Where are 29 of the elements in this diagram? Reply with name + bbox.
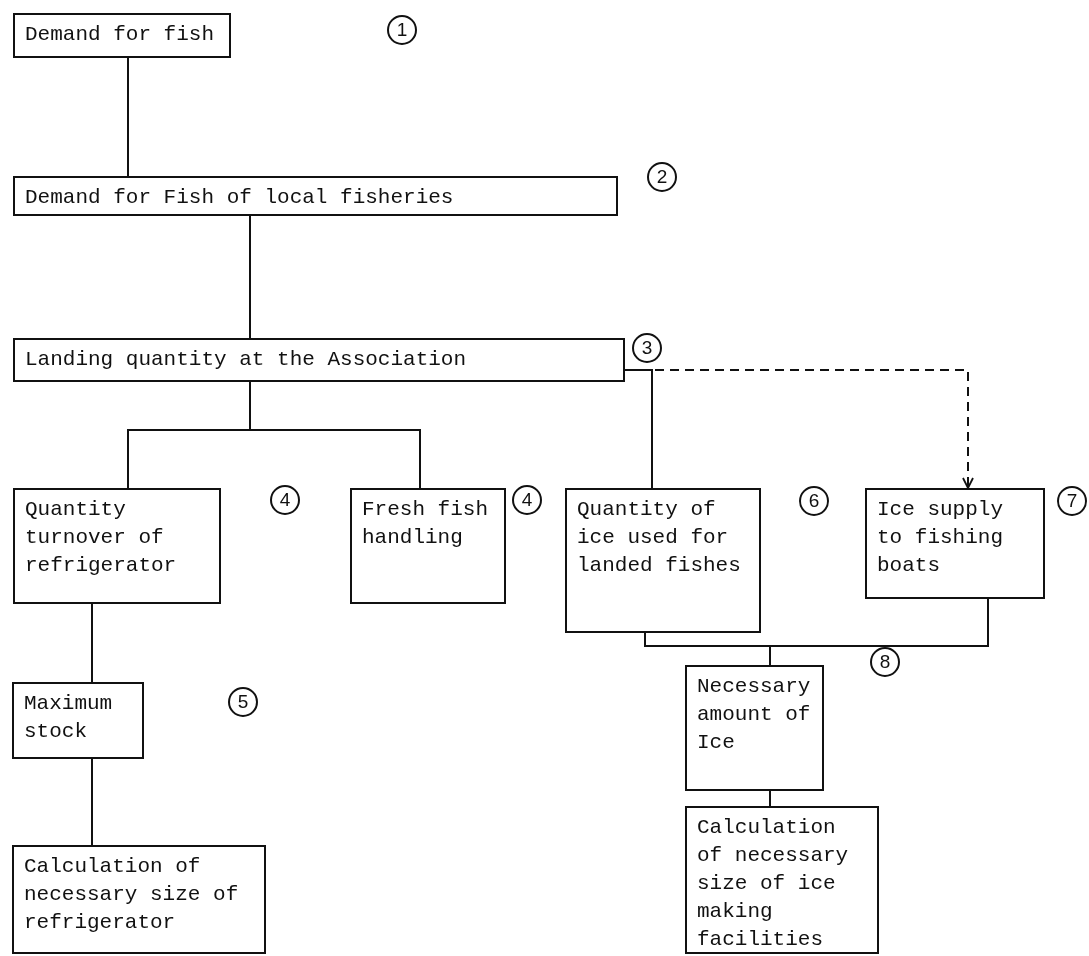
- box-text: Ice supply to fishing boats: [877, 497, 1005, 579]
- box-text: Quantity turnover of refrigerator: [25, 497, 178, 579]
- box-text: Landing quantity at the Association: [25, 347, 468, 373]
- connector-line: [91, 758, 93, 846]
- connector-line: [769, 790, 771, 807]
- connector-line: [769, 598, 989, 666]
- connector-line: [91, 603, 93, 683]
- box-text: Demand for Fish of local fisheries: [25, 185, 455, 211]
- callout-number: 8: [870, 647, 900, 677]
- connector-line: [249, 381, 421, 489]
- callout-number: 4: [270, 485, 300, 515]
- box-text: Maximum stock: [24, 691, 114, 745]
- box-text: Quantity of ice used for landed fishes: [577, 497, 742, 579]
- callout-number: 5: [228, 687, 258, 717]
- box-text: Demand for fish: [25, 22, 216, 48]
- callout-number: 6: [799, 486, 829, 516]
- connector-line: [127, 57, 129, 177]
- process-box: [685, 806, 879, 954]
- callout-number: 2: [647, 162, 677, 192]
- box-text: Calculation of necessary size of ice making facilities: [697, 815, 850, 953]
- callout-number: 7: [1057, 486, 1087, 516]
- callout-number: 4: [512, 485, 542, 515]
- process-box: [12, 845, 266, 954]
- box-text: Fresh fish handling: [362, 497, 490, 551]
- connector-line: [249, 215, 251, 339]
- callout-number: 3: [632, 333, 662, 363]
- box-text: Necessary amount of Ice: [697, 674, 812, 756]
- callout-number: 1: [387, 15, 417, 45]
- box-text: Calculation of necessary size of refrigerator: [24, 854, 240, 936]
